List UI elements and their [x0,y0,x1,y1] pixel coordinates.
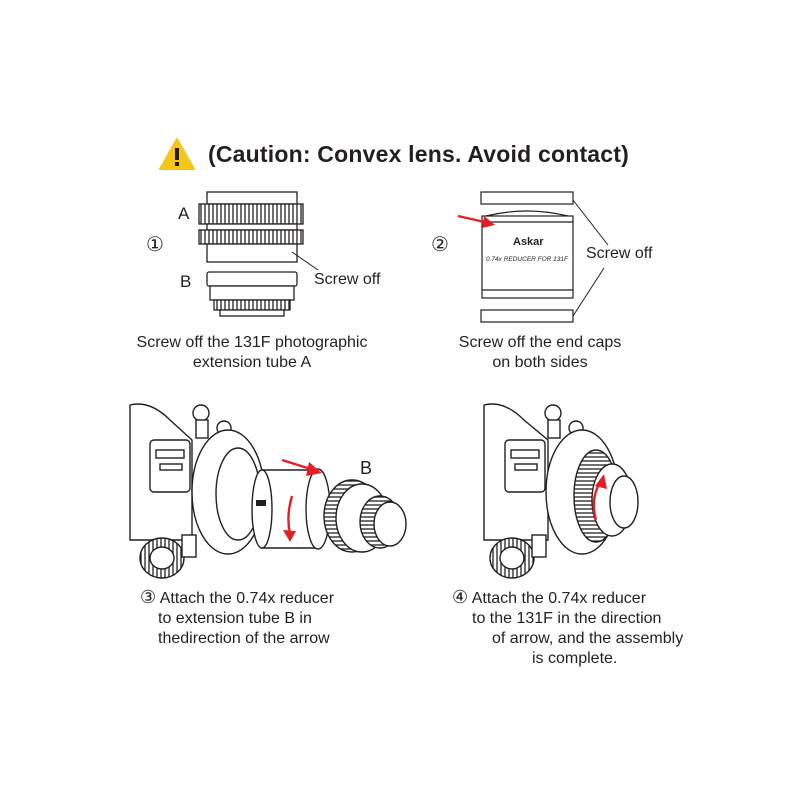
step2-callout: Screw off [586,245,653,262]
rotate-arrow-step4 [592,474,607,521]
extension-tube-a [198,191,304,263]
reducer-brand: Askar [513,236,544,248]
step3-line3: thedirection of the arrow [158,630,330,647]
warning-triangle-icon [159,138,195,170]
step3-label-b: B [360,458,373,478]
step1-label-a: A [178,204,190,223]
step2-number: ② [431,234,449,256]
end-cap-bottom [480,309,574,323]
end-cap-top [480,191,574,205]
caution-text: (Caution: Convex lens. Avoid contact) [208,140,630,167]
callout-line-step1 [291,251,319,271]
telescope-body-step4 [483,403,639,579]
step1-caption-line1: Screw off the 131F photographic [136,334,368,351]
step1-caption-line2: extension tube A [192,354,312,371]
reducer-product-name: 0.74x REDUCER FOR 131F [486,256,568,263]
step4-caption: ④ Attach the 0.74x reducer to the 131F i… [452,587,683,669]
step3-number: ③ [140,587,157,607]
reducer-body [481,210,574,299]
caution-header: (Caution: Convex lens. Avoid contact) [158,136,629,172]
step1-caption: Screw off the 131F photographic extensio… [112,333,392,373]
step3-line2: to extension tube B in [158,610,312,627]
step4-line4: is complete. [532,650,618,667]
step2-caption: Screw off the end caps on both sides [405,333,675,373]
extension-tube-b [206,271,298,317]
step2-caption-line2: on both sides [492,354,588,371]
telescope-body-step3 [129,403,265,579]
insert-arrow-step2 [457,214,495,228]
step4-line3: of arrow, and the assembly [492,630,684,647]
step1-number: ① [146,234,164,256]
step4-line1: Attach the 0.74x reducer [471,590,647,607]
step4-number: ④ [452,587,469,607]
step4-line2: to the 131F in the direction [472,610,662,627]
step1-label-b: B [180,272,192,291]
step3-line1: Attach the 0.74x reducer [159,590,335,607]
step2-caption-line1: Screw off the end caps [458,334,622,351]
extension-tube-b-step3 [323,479,407,553]
step1-callout: Screw off [314,271,381,288]
step3-caption: ③ Attach the 0.74x reducer to extension … [140,587,334,649]
screw-arrows-step3 [281,458,322,542]
